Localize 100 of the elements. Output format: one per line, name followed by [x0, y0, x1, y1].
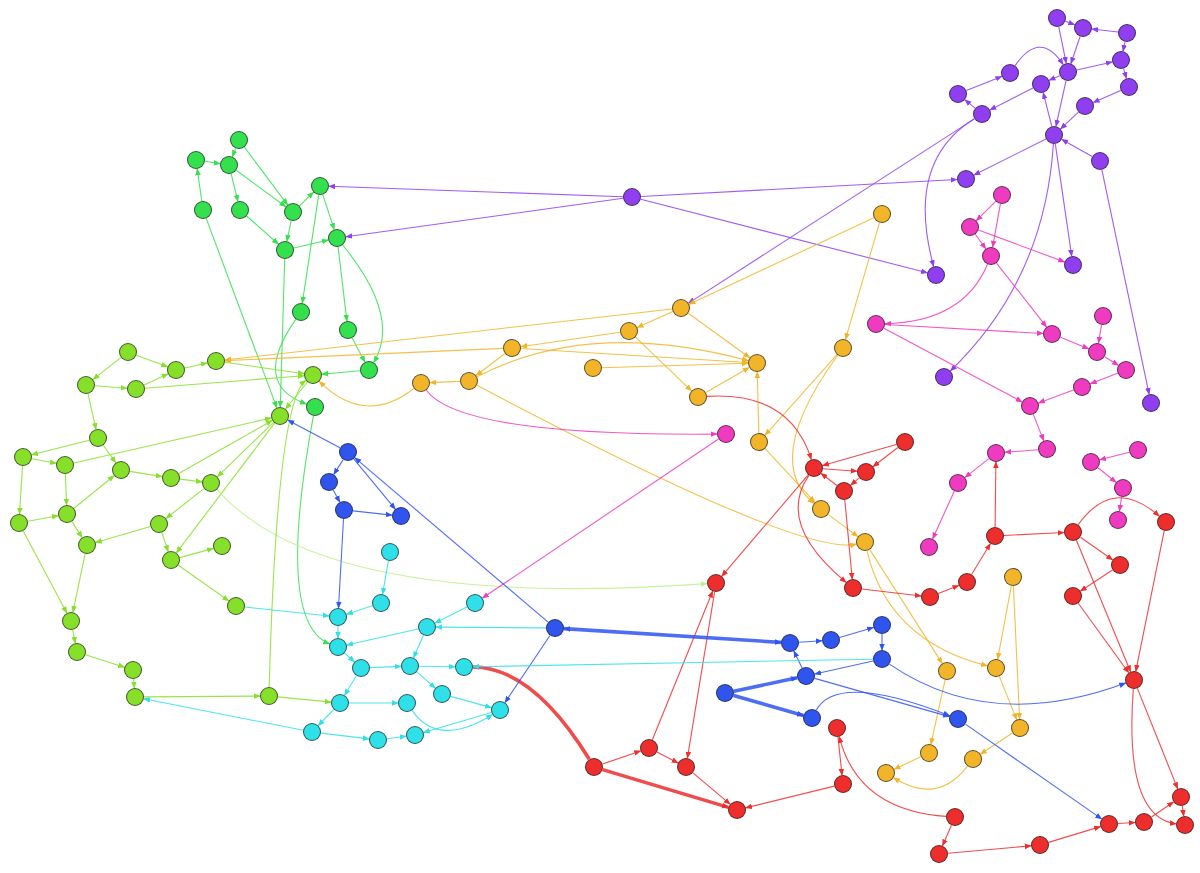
network-node [993, 186, 1011, 204]
arrow [161, 531, 169, 553]
network-node [207, 352, 225, 370]
arrow [1089, 372, 1119, 385]
arrow [814, 660, 874, 676]
arrow [178, 419, 273, 475]
arrow [601, 750, 642, 765]
arrow [435, 624, 547, 630]
arrow [1004, 449, 1039, 455]
arrow [230, 173, 240, 202]
network-node [949, 710, 967, 728]
arrow [640, 198, 928, 274]
network-node [961, 218, 979, 236]
arrow [995, 262, 1048, 328]
arrow [798, 638, 823, 644]
network-node [56, 456, 74, 474]
network-node [1091, 152, 1109, 170]
network-node [89, 429, 107, 447]
arrow [322, 194, 335, 231]
network-node [328, 229, 346, 247]
arrow [949, 143, 1054, 372]
arrow [971, 543, 991, 575]
network-node [1176, 816, 1194, 834]
arrow [1150, 801, 1175, 818]
arrow [386, 734, 407, 740]
network-node [260, 687, 278, 705]
network-node [1172, 788, 1190, 806]
arrow [879, 633, 885, 651]
arrow [793, 650, 803, 669]
arrow [1134, 530, 1165, 672]
network-node [958, 573, 976, 591]
network-node [392, 507, 410, 525]
arrow [1048, 825, 1102, 843]
arrow [965, 75, 1003, 92]
network-node [320, 473, 338, 491]
network-node [1088, 343, 1106, 361]
arrow [354, 457, 549, 623]
network-node [68, 643, 86, 661]
arrow [651, 590, 714, 741]
arrow [979, 732, 1014, 755]
arrow [318, 380, 415, 407]
arrow [989, 87, 1034, 111]
arrow [733, 676, 798, 693]
network-node [920, 538, 938, 556]
arrow [893, 756, 922, 770]
arrow [1054, 143, 1074, 257]
arrow [342, 244, 384, 363]
network-node [187, 151, 205, 169]
network-node [1048, 9, 1066, 27]
network-node [1073, 378, 1091, 396]
arrow [706, 395, 812, 461]
arrow [380, 560, 389, 595]
arrow [974, 233, 987, 250]
arrow [520, 347, 749, 365]
arrow [165, 488, 205, 519]
network-node [1118, 24, 1136, 42]
arrow [1180, 805, 1186, 817]
arrow [413, 634, 424, 659]
network-node [938, 662, 956, 680]
network-node [1059, 63, 1077, 81]
arrow [277, 258, 286, 408]
arrow [195, 168, 203, 202]
arrow [1012, 585, 1023, 720]
arrow [1054, 80, 1067, 127]
network-node [584, 359, 602, 377]
network-node [1076, 97, 1094, 115]
network-node [546, 619, 564, 637]
arrow [820, 472, 838, 487]
arrow [869, 549, 943, 664]
network-node [1135, 813, 1153, 831]
arrow [243, 146, 289, 206]
network-node [381, 543, 399, 561]
network-node [77, 376, 95, 394]
arrow [71, 629, 77, 644]
arrow [472, 664, 591, 761]
arrow [1099, 451, 1130, 461]
arrow [640, 177, 958, 198]
network-node [119, 343, 137, 361]
arrow [964, 458, 990, 478]
arrow [353, 458, 396, 510]
arrow [429, 379, 461, 386]
network-node [433, 685, 451, 703]
arrow [416, 671, 436, 689]
arrow [328, 183, 624, 198]
arrow [204, 159, 221, 166]
arrow [937, 584, 960, 595]
network-node [986, 527, 1004, 545]
arrow [1003, 530, 1065, 537]
arrow [31, 458, 57, 465]
network-node [1109, 511, 1127, 529]
arrow [973, 138, 1047, 176]
arrow [246, 215, 279, 245]
arrow [1131, 688, 1177, 826]
arrow [320, 732, 370, 741]
network-node [946, 808, 964, 826]
network-node [401, 657, 419, 675]
arrow [1075, 539, 1132, 673]
network-node [1142, 394, 1160, 412]
network-node [202, 474, 220, 492]
arrow [131, 678, 137, 689]
